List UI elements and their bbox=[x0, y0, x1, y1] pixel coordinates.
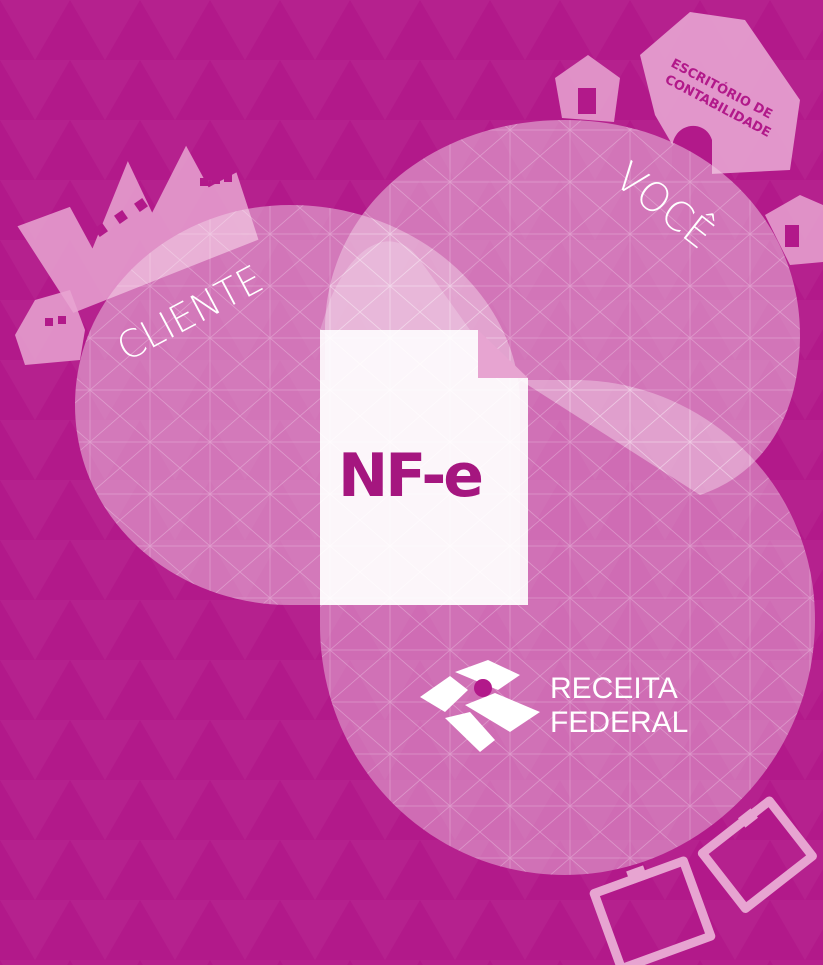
receita-federal-logo-icon bbox=[420, 660, 540, 752]
nfe-logo-text: NF-e bbox=[338, 441, 481, 511]
circle-voce bbox=[325, 120, 800, 495]
receita-line1: RECEITA bbox=[550, 672, 678, 705]
overlap-highlight bbox=[320, 241, 470, 330]
document-icon bbox=[320, 330, 528, 605]
factory-icon bbox=[15, 145, 259, 365]
receita-line2: FEDERAL bbox=[550, 706, 688, 739]
